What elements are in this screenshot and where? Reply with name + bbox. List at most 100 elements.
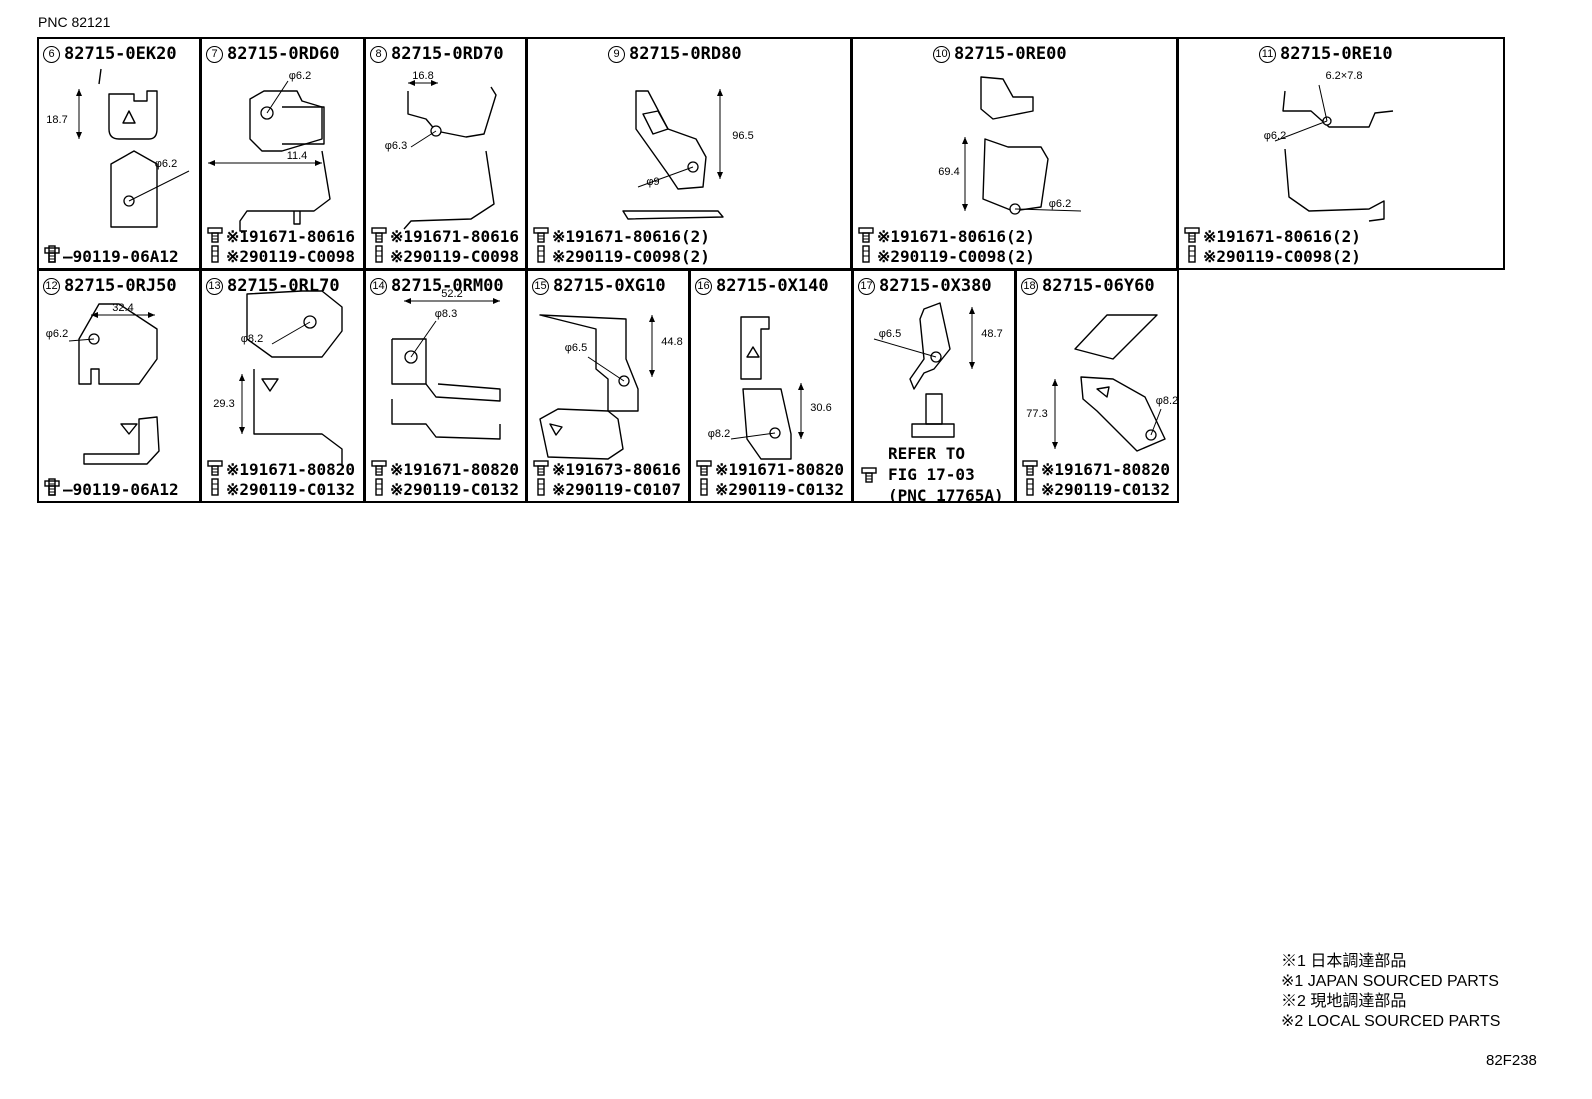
bolt-part-number[interactable]: ※290119-C0132 — [715, 479, 844, 499]
bolt-line: ※290119-C0098(2) — [1183, 245, 1361, 266]
bolt-part-number[interactable]: ※191671-80616(2) — [552, 226, 710, 246]
part-number[interactable]: 82715-06Y60 — [1042, 276, 1155, 296]
bolt-part-number[interactable]: ※191671-80616 — [390, 226, 519, 246]
part-number[interactable]: 82715-0X140 — [716, 276, 829, 296]
bolt-icon — [371, 460, 387, 476]
callout-number: 13 — [206, 277, 223, 295]
bolt-part-number[interactable]: ※290119-C0098(2) — [552, 246, 710, 266]
bolt-icon — [211, 478, 219, 496]
bolt-part-number[interactable]: ※290119-C0132 — [226, 479, 355, 499]
bolt-part-number[interactable]: ※191673-80616 — [552, 459, 681, 479]
bolt-line: ※290119-C0132 — [1021, 478, 1170, 499]
bolt-icon — [537, 245, 545, 263]
bolt-line: ※290119-C0098 — [370, 245, 519, 266]
bolt-part-number[interactable]: —90119-06A12 — [63, 246, 179, 266]
sourcing-notes: ※1 日本調達部品 ※1 JAPAN SOURCED PARTS ※2 現地調達… — [1281, 952, 1500, 1032]
callout-number: 8 — [370, 45, 387, 63]
bracket-drawing: 32.4φ6.2 — [46, 302, 160, 465]
bolt-list: ※191671-80616※290119-C0098 — [370, 226, 519, 266]
bolt-line: ※191671-80616(2) — [1183, 226, 1361, 246]
bolt-line: ※191671-80616(2) — [857, 226, 1035, 246]
callout-number: 17 — [858, 277, 875, 295]
part-number[interactable]: 82715-0RM00 — [391, 276, 504, 296]
bolt-line: ※290119-C0132 — [370, 478, 519, 499]
bolt-part-number[interactable]: ※290119-C0132 — [390, 479, 519, 499]
note-line-4: ※2 LOCAL SOURCED PARTS — [1281, 1013, 1501, 1030]
bolt-list: ※191671-80616※290119-C0098 — [206, 226, 355, 266]
bolt-icon — [371, 227, 387, 243]
bolt-line: ※290119-C0132 — [695, 478, 844, 499]
bracket-drawing: φ6.211.4 — [208, 70, 331, 232]
bracket-drawing: 29.3φ8.2 — [213, 290, 343, 464]
bolt-line: ※191671-80820 — [1021, 459, 1170, 479]
bolt-icon — [375, 478, 383, 496]
bolt-part-number[interactable]: ※191671-80616 — [226, 226, 355, 246]
bolt-part-number[interactable]: —90119-06A12 — [63, 479, 179, 499]
callout-number: 7 — [206, 45, 223, 63]
refer-note: REFER TO FIG 17-03 (PNC 17765A) — [888, 444, 1004, 503]
bolt-icon — [44, 480, 60, 496]
dimension-label: φ6.2 — [1049, 198, 1071, 210]
bracket-drawing: 52.2φ8.3 — [391, 288, 501, 440]
bolt-part-number[interactable]: ※290119-C0098(2) — [877, 246, 1035, 266]
bolt-list: ※191671-80616(2)※290119-C0098(2) — [857, 226, 1035, 266]
bolt-part-number[interactable]: ※290119-C0107 — [552, 479, 681, 499]
part-number[interactable]: 82715-0EK20 — [64, 44, 177, 64]
callout-number: 11 — [1259, 45, 1276, 63]
bolt-part-number[interactable]: ※191671-80616(2) — [1203, 226, 1361, 246]
bracket-drawing: 48.7φ6.5 — [873, 302, 1003, 438]
bolt-icon — [1026, 478, 1034, 496]
part-number[interactable]: 82715-0RE10 — [1280, 44, 1393, 64]
part-number[interactable]: 82715-0RD80 — [629, 44, 742, 64]
bolt-icon — [858, 227, 874, 243]
bolt-part-number[interactable]: ※290119-C0098 — [390, 246, 519, 266]
dimension-label: φ6.5 — [565, 342, 587, 354]
part-number[interactable]: 82715-0X380 — [879, 276, 992, 296]
bolt-part-number[interactable]: ※290119-C0098(2) — [1203, 246, 1361, 266]
bracket-drawing: 6.2×7.8φ6.2 — [1264, 70, 1394, 222]
part-number[interactable]: 82715-0RE00 — [954, 44, 1067, 64]
bolt-part-number[interactable]: ※191671-80820 — [226, 459, 355, 479]
bolt-list: ※191671-80616(2)※290119-C0098(2) — [532, 226, 710, 266]
dimension-label: φ8.2 — [708, 428, 730, 440]
bolt-part-number[interactable]: ※191671-80616(2) — [877, 226, 1035, 246]
bolt-list: ※191673-80616※290119-C0107 — [532, 459, 681, 499]
bolt-part-number[interactable]: ※191671-80820 — [715, 459, 844, 479]
dimension-label: φ6.2 — [1264, 130, 1286, 142]
note-line-1: ※1 日本調達部品 — [1281, 953, 1407, 970]
dimension-label: 16.8 — [412, 70, 433, 82]
bolt-part-number[interactable]: ※290119-C0132 — [1041, 479, 1170, 499]
part-number[interactable]: 82715-0XG10 — [553, 276, 666, 296]
callout-number: 12 — [43, 277, 60, 295]
part-number[interactable]: 82715-0RJ50 — [64, 276, 177, 296]
bolt-part-number[interactable]: ※290119-C0098 — [226, 246, 355, 266]
bolt-icon — [207, 460, 223, 476]
bolt-part-number[interactable]: ※191671-80820 — [390, 459, 519, 479]
callout-number: 6 — [43, 45, 60, 63]
dimension-label: φ6.3 — [385, 140, 407, 152]
bolt-icon — [700, 478, 708, 496]
bolt-line: ※290119-C0098 — [206, 245, 355, 266]
bolt-list: —90119-06A12 — [43, 245, 179, 266]
part-number[interactable]: 82715-0RD60 — [227, 44, 340, 64]
callout-number: 14 — [370, 277, 387, 295]
bolt-part-number[interactable]: ※191671-80820 — [1041, 459, 1170, 479]
dimension-label: 29.3 — [213, 398, 234, 410]
note-line-2: ※1 JAPAN SOURCED PARTS — [1281, 973, 1499, 990]
part-number[interactable]: 82715-0RD70 — [391, 44, 504, 64]
callout-number: 15 — [532, 277, 549, 295]
dimension-label: φ9 — [646, 176, 659, 188]
